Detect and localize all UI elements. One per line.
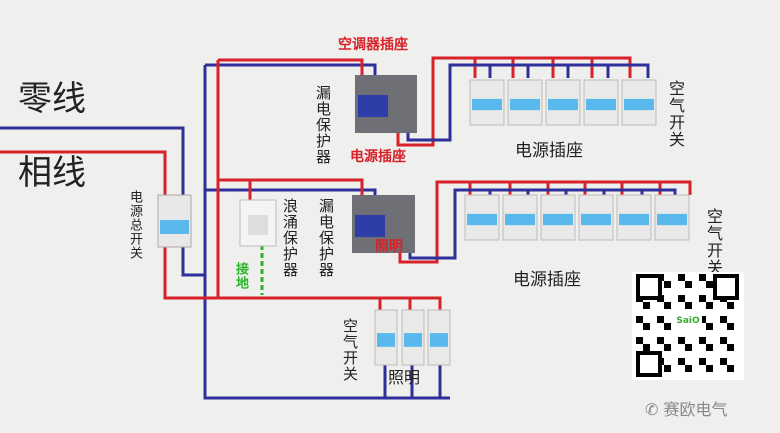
ground-label: 接地 bbox=[233, 262, 248, 290]
live-line-label: 相线 bbox=[18, 153, 86, 193]
watermark: ✆ 赛欧电气 bbox=[645, 396, 728, 420]
live-bus-wire bbox=[163, 58, 382, 310]
breaker-handle bbox=[581, 213, 611, 226]
live-incoming-wire bbox=[0, 150, 167, 200]
breaker-handle bbox=[543, 213, 573, 226]
wechat-icon: ✆ bbox=[645, 400, 664, 419]
breaker-handle bbox=[624, 98, 654, 111]
breaker-handle bbox=[619, 213, 649, 226]
power-sockets-bottom-label: 电源插座 bbox=[513, 270, 581, 290]
top-neutral-feed bbox=[406, 63, 650, 142]
neutral-incoming-wire bbox=[0, 126, 185, 200]
rcd-top-label: 漏电保护器 bbox=[314, 85, 332, 165]
air-switch-top-label: 空气开关 bbox=[666, 80, 685, 148]
breaker-handle bbox=[586, 98, 616, 111]
breaker-handle bbox=[377, 333, 395, 347]
power-sockets-top-label: 电源插座 bbox=[515, 141, 583, 161]
lighting-neutral bbox=[383, 365, 442, 398]
top-live-feed bbox=[396, 56, 632, 147]
breaker-handle bbox=[510, 98, 540, 111]
power-socket-red-label: 电源插座 bbox=[350, 149, 406, 165]
bottom-neutral-feed bbox=[408, 188, 677, 260]
breaker-handle bbox=[467, 213, 497, 226]
rcd-bottom-label: 漏电保护器 bbox=[317, 198, 335, 278]
breaker-handle bbox=[505, 213, 535, 226]
neutral-bus-wire bbox=[181, 63, 450, 400]
ac-socket-label: 空调器插座 bbox=[338, 37, 408, 53]
qr-code: SaiO bbox=[632, 272, 744, 380]
air-switch-bottom-label: 空气开关 bbox=[704, 208, 723, 276]
qr-logo: SaiO bbox=[674, 316, 702, 334]
main-switch-label: 电源总开关 bbox=[127, 190, 142, 260]
main-switch[interactable] bbox=[157, 194, 192, 248]
surge-protector bbox=[239, 199, 277, 247]
lighting-label: 照明 bbox=[388, 368, 421, 387]
breaker-handle bbox=[472, 98, 502, 111]
lighting-red-label: 照明 bbox=[375, 239, 403, 255]
breaker-handle bbox=[430, 333, 448, 347]
air-switch-lighting-label: 空气开关 bbox=[341, 318, 359, 382]
breaker-handle bbox=[548, 98, 578, 111]
breaker-handle bbox=[404, 333, 422, 347]
watermark-brand: 赛欧电气 bbox=[663, 400, 728, 419]
breaker-handle bbox=[657, 213, 687, 226]
rcd-bottom[interactable] bbox=[352, 195, 415, 253]
surge-protector-label: 浪涌保护器 bbox=[281, 198, 299, 278]
lighting-distribution bbox=[380, 296, 442, 310]
rcd-top[interactable] bbox=[355, 75, 417, 133]
neutral-line-label: 零线 bbox=[18, 79, 86, 119]
